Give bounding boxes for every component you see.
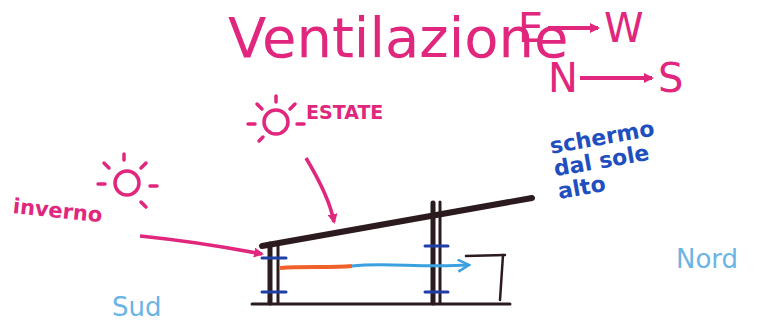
sketch-title: Ventilazione: [228, 10, 568, 66]
sun-summer: [248, 96, 304, 141]
building-section: [252, 198, 532, 304]
direction-letter: E: [518, 8, 543, 48]
season-label: inverno: [12, 196, 104, 226]
direction-letter: W: [604, 8, 644, 48]
direction-letter: N: [548, 58, 578, 98]
sun-winter: [98, 154, 157, 207]
sun-ray-arrow: [306, 158, 334, 222]
window-marks: [262, 246, 448, 292]
note-label: schermo dal sole alto: [548, 112, 688, 203]
sun-ray-arrow: [140, 236, 262, 254]
orientation-label: Sud: [112, 294, 162, 320]
cool-air-flow: [352, 265, 468, 266]
direction-letter: S: [658, 58, 683, 98]
orientation-label: Nord: [676, 246, 738, 272]
warm-air-flow: [280, 266, 352, 268]
season-label: ESTATE: [306, 103, 383, 122]
